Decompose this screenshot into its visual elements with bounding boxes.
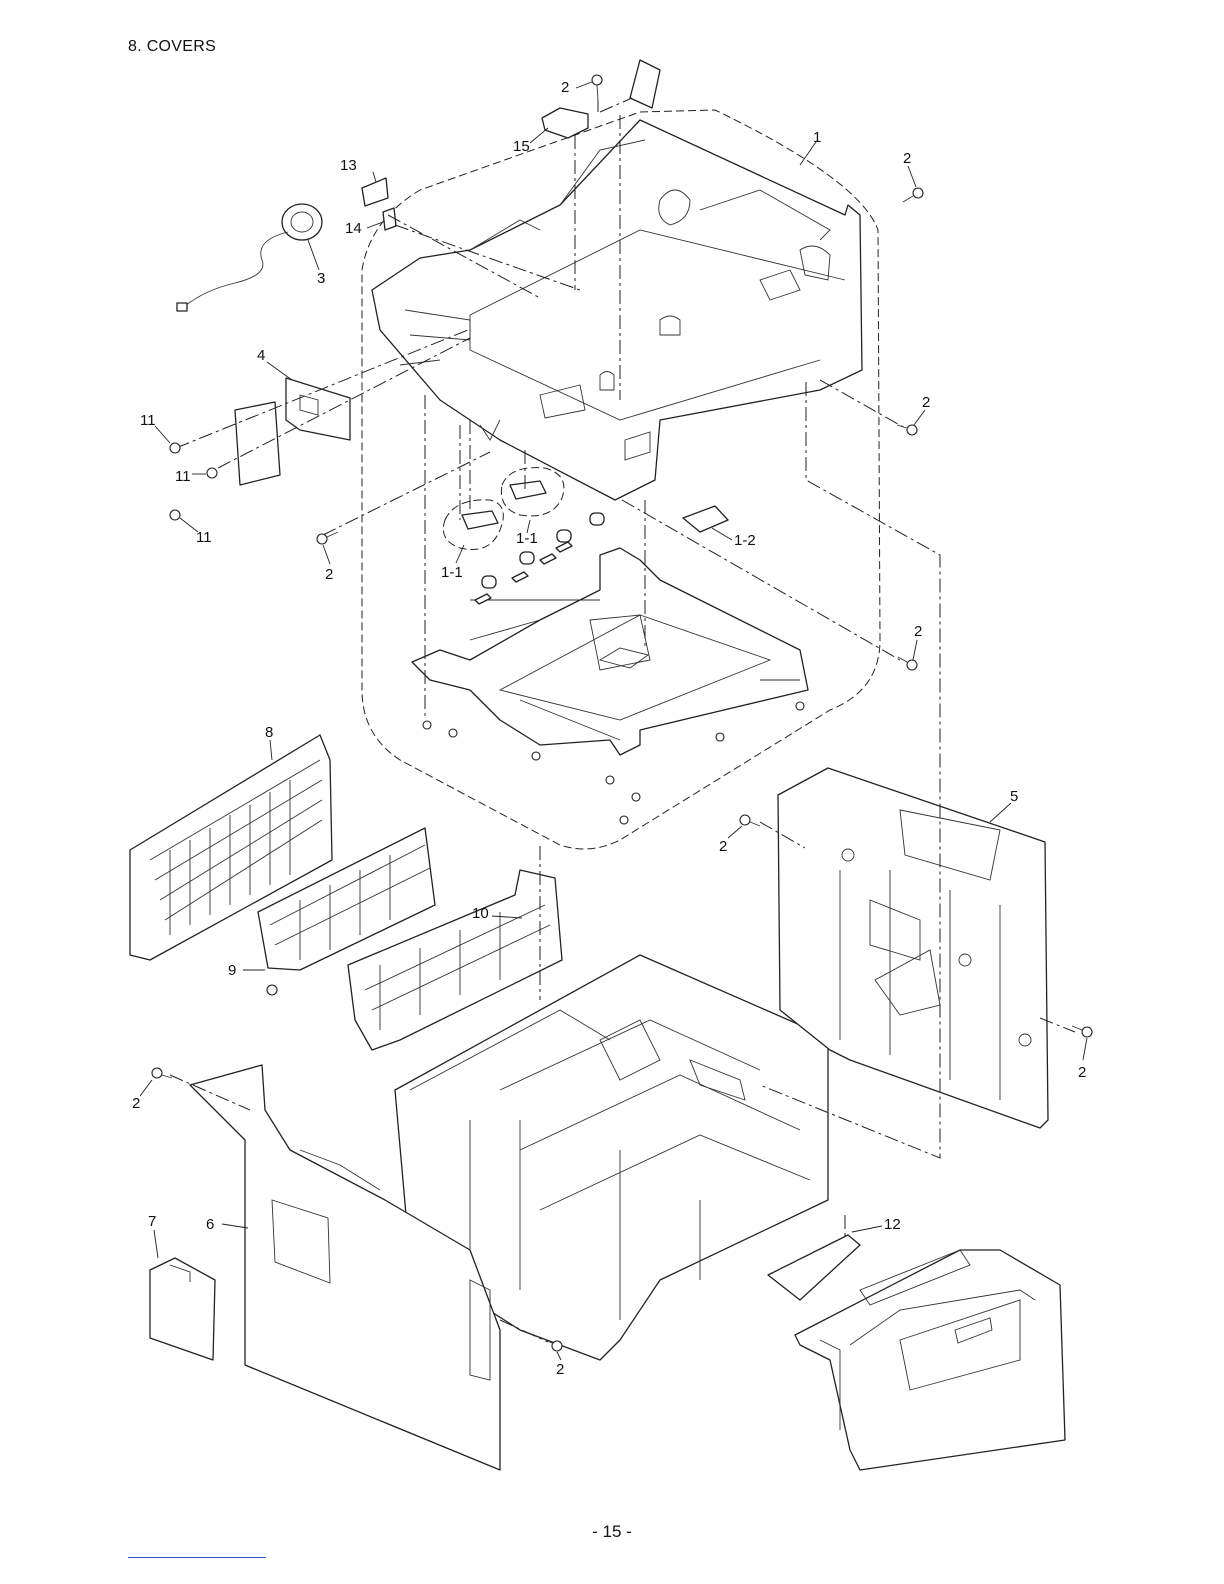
screw-frame-7 (716, 733, 724, 741)
footer-link-rule (128, 1557, 266, 1558)
callout-2-top: 2 (561, 79, 569, 96)
screw-2-right-mid (897, 425, 917, 435)
screw-11-a (170, 443, 180, 453)
page-number: - 15 - (0, 1522, 1224, 1542)
callout-8: 8 (265, 724, 273, 741)
part-3-speaker (177, 204, 322, 311)
callout-11-b: 11 (175, 468, 191, 485)
top-cover-frame (372, 120, 862, 500)
part-1-2-clip (683, 506, 728, 532)
callout-2-lower-right: 2 (1078, 1064, 1086, 1081)
callout-2-upper-right: 2 (903, 150, 911, 167)
screw-frame-5 (632, 793, 640, 801)
callout-4: 4 (257, 347, 265, 364)
callout-5: 5 (1010, 788, 1018, 805)
screw-frame-4 (606, 776, 614, 784)
callout-2-left: 2 (325, 566, 333, 583)
callout-11-c: 11 (196, 529, 212, 546)
screw-2-upper-right (903, 188, 923, 202)
screw-2-side-5 (740, 815, 760, 826)
callout-10: 10 (472, 905, 489, 922)
part-15-bracket (542, 108, 588, 138)
screw-2-right-low (898, 657, 917, 670)
callout-14: 14 (345, 220, 362, 237)
callout-1-1-a: 1-1 (441, 564, 463, 581)
top-cover-lower-frame (412, 548, 808, 755)
front-tray-cover (795, 1250, 1065, 1470)
part-14-clip (383, 208, 396, 230)
screw-2-top (592, 75, 602, 100)
callout-12: 12 (884, 1216, 901, 1233)
callout-6: 6 (206, 1216, 214, 1233)
screw-frame-6 (620, 816, 628, 824)
callout-15: 15 (513, 138, 530, 155)
screw-frame-8 (796, 702, 804, 710)
part-13-label (362, 178, 388, 206)
screw-2-left (317, 532, 338, 544)
screw-11-b (207, 468, 217, 478)
screw-11-c (170, 510, 180, 520)
callout-7: 7 (148, 1213, 156, 1230)
part-7-panel (150, 1258, 215, 1360)
callout-9: 9 (228, 962, 236, 979)
part-12-plate (768, 1235, 860, 1300)
top-tab (630, 60, 660, 108)
callout-1: 1 (813, 129, 821, 146)
callout-3: 3 (317, 270, 325, 287)
callout-2-side: 2 (719, 838, 727, 855)
part-4-board (235, 378, 350, 485)
callout-1-2: 1-2 (734, 532, 756, 549)
screw-frame-3 (532, 752, 540, 760)
callout-2-bottom: 2 (556, 1361, 564, 1378)
callout-2-right-low: 2 (914, 623, 922, 640)
callout-11-a: 11 (140, 412, 156, 429)
callout-2-right-mid: 2 (922, 394, 930, 411)
callout-13: 13 (340, 157, 357, 174)
screw-frame-2 (449, 729, 457, 737)
callout-2-lower-left: 2 (132, 1095, 140, 1112)
callout-1-1-b: 1-1 (516, 530, 538, 547)
screw-2-lower-left (152, 1068, 172, 1078)
screw-frame-1 (423, 721, 431, 729)
